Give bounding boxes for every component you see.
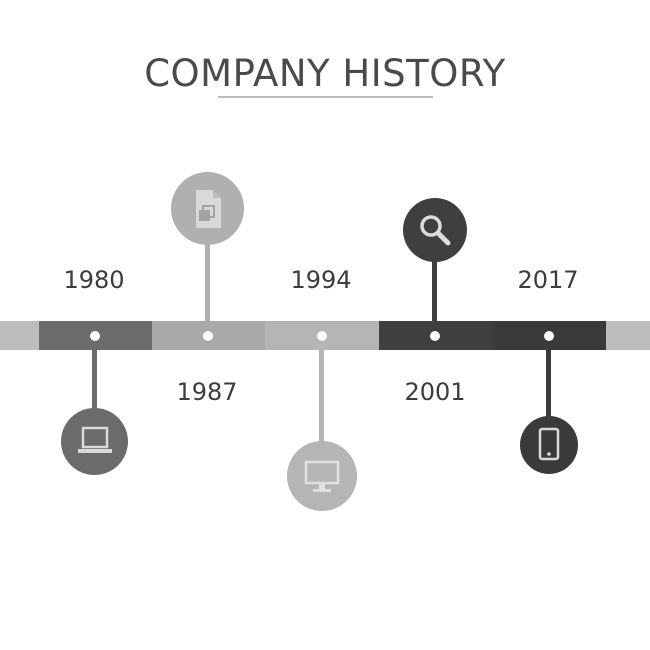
milestone-dot-2001 bbox=[430, 331, 440, 341]
milestone-dot-1980 bbox=[90, 331, 100, 341]
milestone-dot-2017 bbox=[544, 331, 554, 341]
timeline-edge-left bbox=[0, 321, 39, 350]
milestone-circle-2017 bbox=[520, 416, 578, 474]
stem-2017 bbox=[546, 350, 551, 417]
stem-1994 bbox=[319, 350, 324, 442]
search-icon bbox=[420, 215, 451, 246]
stem-2001 bbox=[432, 260, 437, 321]
milestone-circle-1987 bbox=[171, 172, 244, 245]
milestone-dot-1994 bbox=[317, 331, 327, 341]
milestone-dot-1987 bbox=[203, 331, 213, 341]
page-title: COMPANY HISTORY bbox=[144, 52, 506, 95]
monitor-icon bbox=[304, 460, 340, 492]
milestone-year-1994: 1994 bbox=[290, 266, 352, 294]
timeline-edge-right bbox=[606, 321, 650, 350]
milestone-year-2017: 2017 bbox=[517, 266, 579, 294]
documents-icon bbox=[195, 189, 221, 228]
milestone-circle-2001 bbox=[403, 198, 467, 262]
milestone-year-1980: 1980 bbox=[63, 266, 125, 294]
stem-1980 bbox=[92, 350, 97, 410]
milestone-circle-1980 bbox=[61, 408, 128, 475]
milestone-year-1987: 1987 bbox=[176, 378, 238, 406]
title-underline bbox=[218, 96, 433, 98]
milestone-circle-1994 bbox=[287, 441, 357, 511]
stem-1987 bbox=[205, 242, 210, 321]
milestone-year-2001: 2001 bbox=[404, 378, 466, 406]
laptop-icon bbox=[77, 426, 112, 453]
smartphone-icon bbox=[538, 427, 560, 461]
